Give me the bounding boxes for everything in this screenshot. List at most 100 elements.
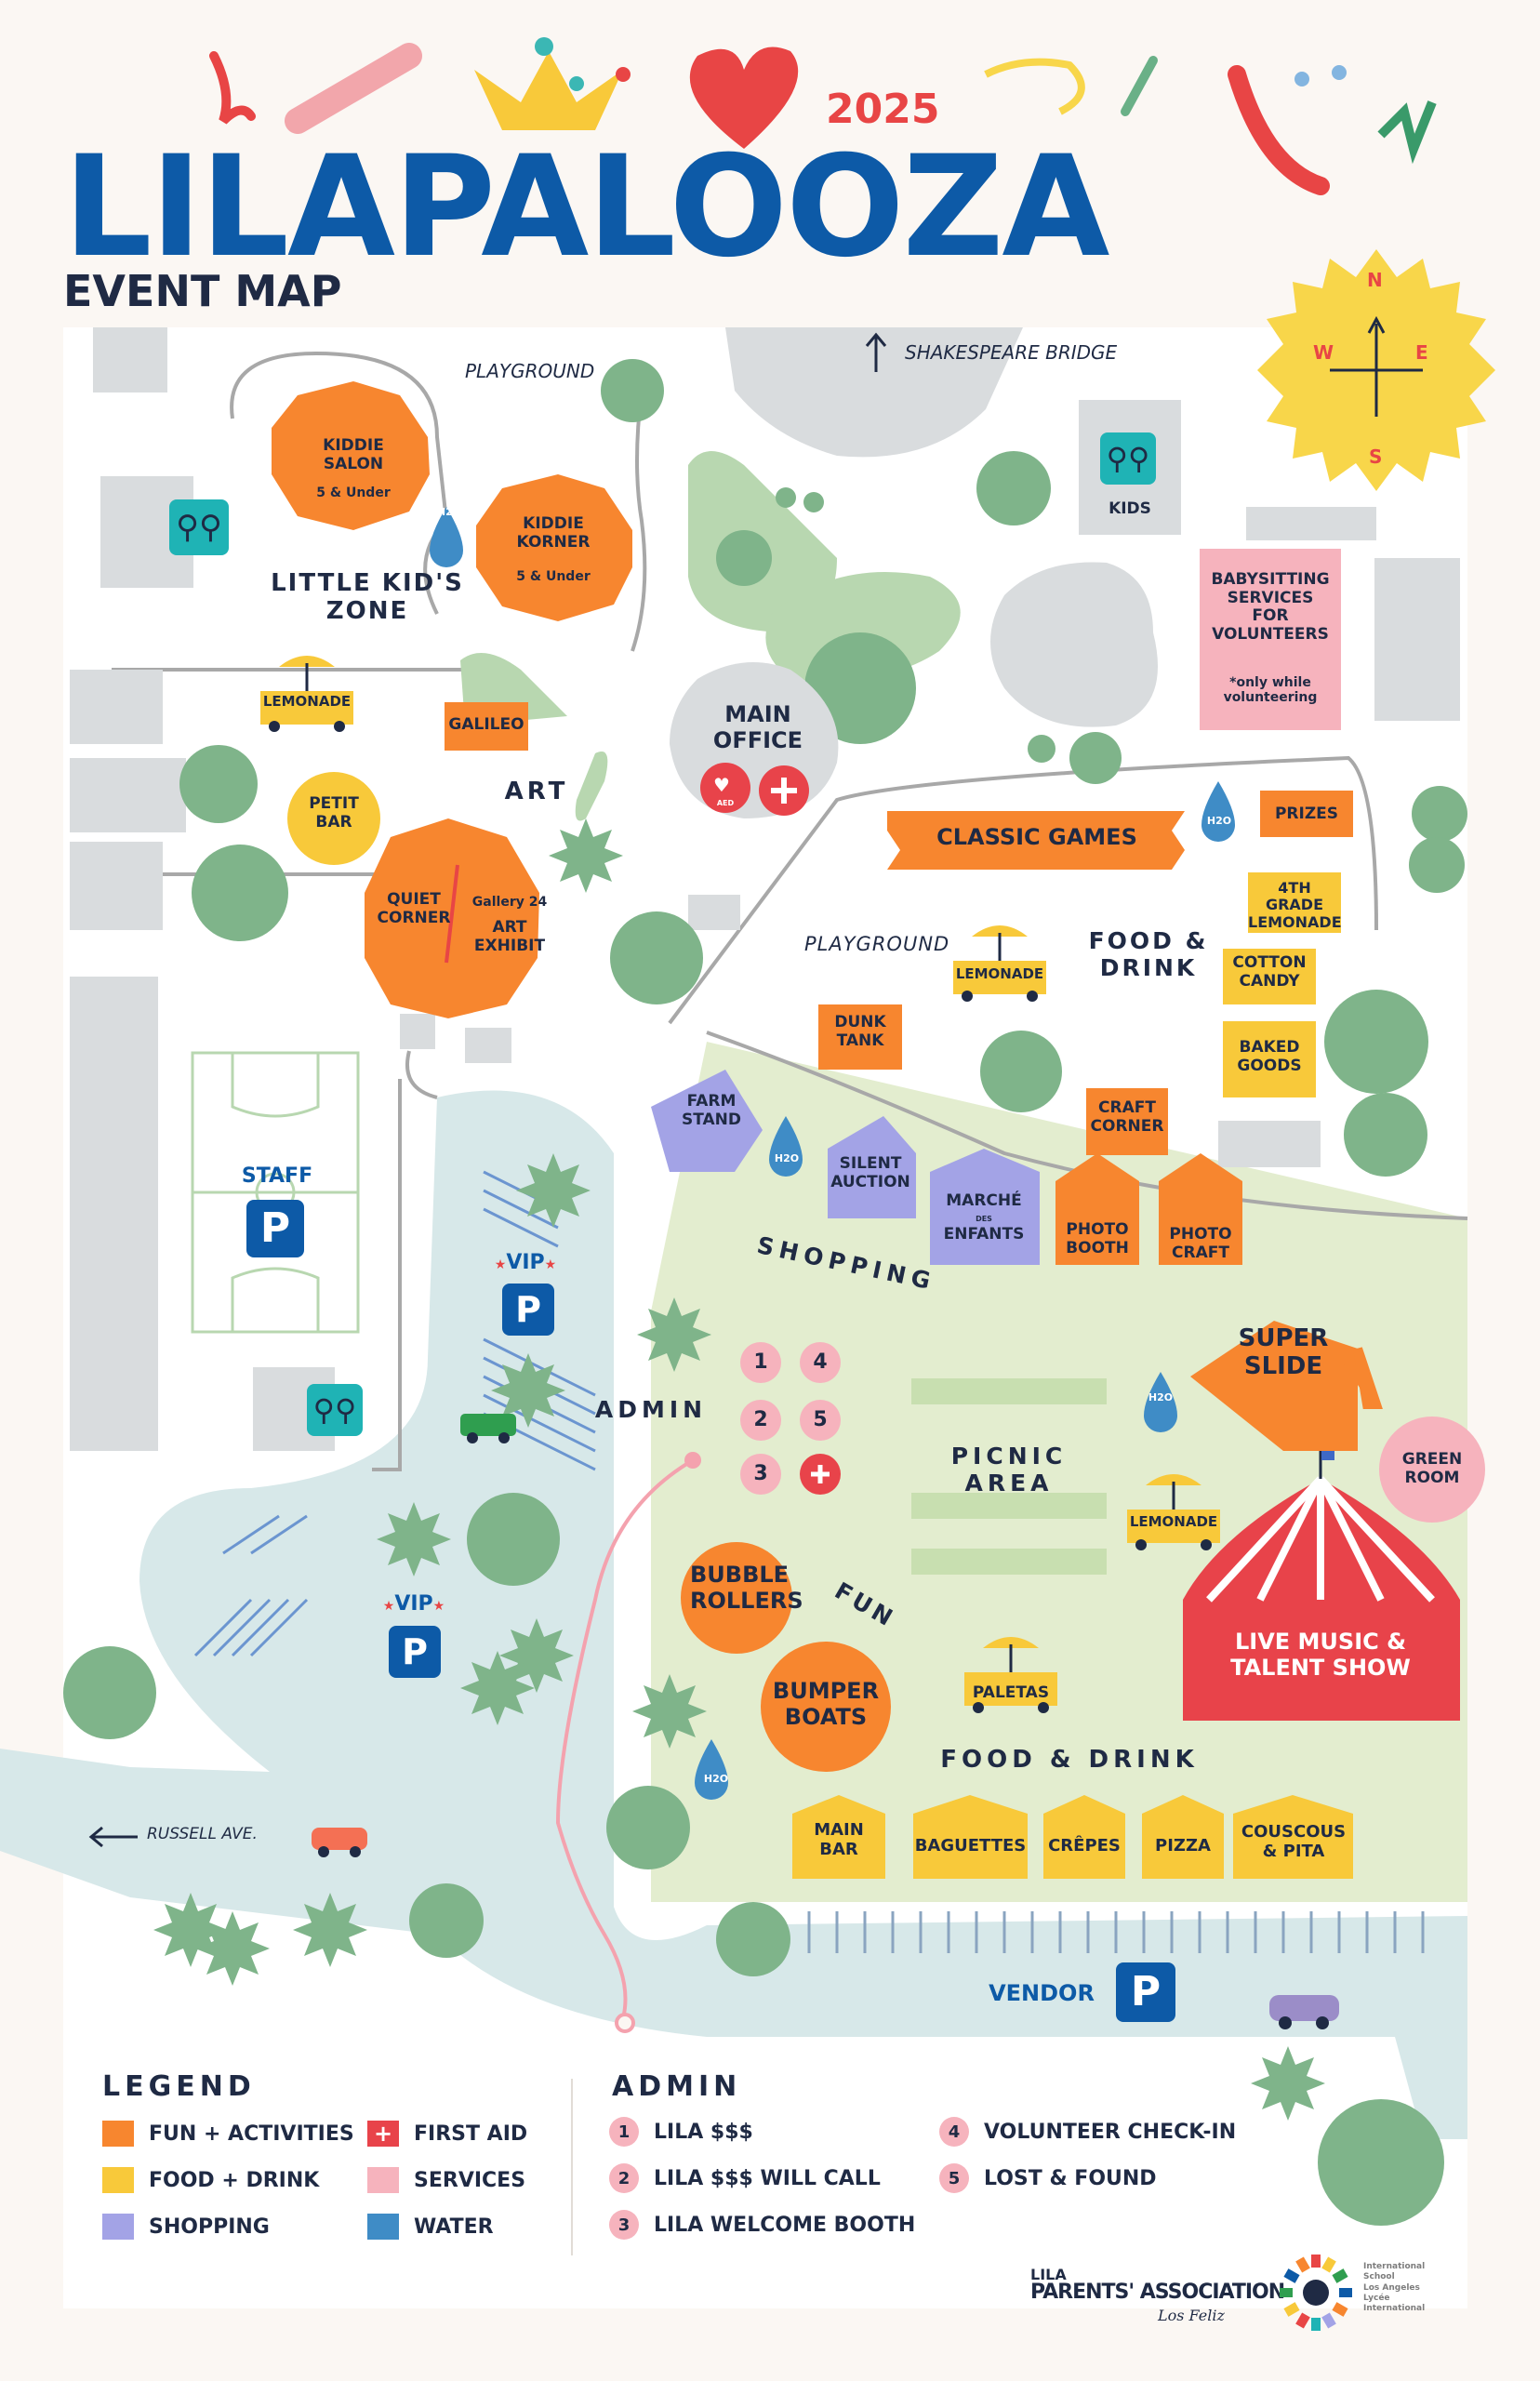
water-label: H2O xyxy=(436,506,462,518)
enfants-label[interactable]: ENFANTS xyxy=(943,1225,1025,1244)
admin-legend-title: ADMIN xyxy=(612,2070,742,2103)
map-subtitle: EVENT MAP xyxy=(63,266,342,316)
water-label: H2O xyxy=(774,1152,800,1164)
legend-divider xyxy=(571,2079,573,2255)
vip-parking-icon: P xyxy=(389,1626,441,1678)
legend-item-water: WATER xyxy=(367,2214,494,2240)
quiet-corner-label[interactable]: QUIET CORNER xyxy=(377,890,451,927)
compass-east: E xyxy=(1415,341,1428,364)
farm-stand-label[interactable]: FARM STAND xyxy=(681,1092,741,1129)
vip-upper-label: ★VIP★ xyxy=(494,1251,557,1274)
legend-item-shopping: SHOPPING xyxy=(102,2214,270,2240)
compass-south: S xyxy=(1369,446,1383,468)
crepes-label[interactable]: CRÊPES xyxy=(1048,1836,1121,1856)
admin-num-1[interactable]: 1 xyxy=(753,1350,768,1374)
vendor-label: VENDOR xyxy=(989,1980,1095,2006)
event-title: LILAPALOOZA xyxy=(63,126,1109,288)
aed-heart-icon: ♥ xyxy=(713,774,730,796)
school-logo-icon xyxy=(1280,2255,1352,2331)
prizes-label[interactable]: PRIZES xyxy=(1274,805,1339,823)
fourth-grade-lemonade-label[interactable]: 4TH GRADE LEMONADE xyxy=(1248,879,1342,931)
kiddie-salon-age: 5 & Under xyxy=(316,486,391,500)
water-label: H2O xyxy=(1148,1391,1174,1403)
lemonade-label[interactable]: LEMONADE xyxy=(955,965,1044,982)
photo-craft-label[interactable]: PHOTO CRAFT xyxy=(1169,1225,1232,1262)
playground-mid-label: PLAYGROUND xyxy=(804,933,950,955)
kids-restroom-label: KIDS xyxy=(1109,499,1151,518)
event-year: 2025 xyxy=(826,86,940,133)
pizza-label[interactable]: PIZZA xyxy=(1155,1836,1211,1856)
staff-parking-icon: P xyxy=(246,1200,304,1257)
food-drink-bottom-label: FOOD & DRINK xyxy=(940,1746,1199,1774)
admin-num-4[interactable]: 4 xyxy=(813,1350,828,1374)
legend-item-fun: FUN + ACTIVITIES xyxy=(102,2121,354,2147)
lemonade-label[interactable]: LEMONADE xyxy=(262,693,352,710)
admin-num-5[interactable]: 5 xyxy=(813,1408,828,1431)
lila-logo-text: LILA xyxy=(1030,2266,1067,2283)
school-logo-text: International School Los Angeles Lycée I… xyxy=(1363,2262,1426,2313)
silent-auction-label[interactable]: SILENT AUCTION xyxy=(830,1154,910,1191)
water-label: H2O xyxy=(703,1773,729,1785)
main-office-label[interactable]: MAIN OFFICE xyxy=(712,701,803,753)
art-label: ART xyxy=(504,778,569,805)
shakespeare-bridge-label: SHAKESPEARE BRIDGE xyxy=(905,341,1118,364)
cotton-candy-label[interactable]: COTTON CANDY xyxy=(1232,953,1307,991)
staff-label: STAFF xyxy=(241,1164,313,1188)
petit-bar-label[interactable]: PETIT BAR xyxy=(309,794,359,831)
dunk-tank-label[interactable]: DUNK TANK xyxy=(834,1013,886,1050)
paletas-label[interactable]: PALETAS xyxy=(972,1683,1050,1702)
compass-west: W xyxy=(1313,341,1334,364)
bubble-rollers-label[interactable]: BUBBLE ROLLERS xyxy=(690,1562,803,1614)
admin-num-3[interactable]: 3 xyxy=(753,1462,768,1485)
food-drink-top-label: FOOD & DRINK xyxy=(1088,927,1209,981)
restroom-icon: ⚲⚲ xyxy=(169,499,229,555)
legend-item-services: SERVICES xyxy=(367,2167,525,2193)
marche-label[interactable]: MARCHÉ xyxy=(946,1191,1022,1210)
picnic-area-label: PICNIC AREA xyxy=(950,1443,1068,1496)
parents-association-logo: PARENTS' ASSOCIATION xyxy=(1030,2281,1285,2304)
green-room-label[interactable]: GREEN ROOM xyxy=(1401,1450,1463,1487)
little-kids-zone-label: LITTLE KID'S ZONE xyxy=(271,569,464,625)
art-exhibit-label[interactable]: ART EXHIBIT xyxy=(473,918,546,955)
babysitting-note: *only while volunteering xyxy=(1223,675,1318,706)
live-music-label[interactable]: LIVE MUSIC & TALENT SHOW xyxy=(1230,1629,1411,1681)
admin-num-2[interactable]: 2 xyxy=(753,1408,768,1431)
admin-map-label: ADMIN xyxy=(594,1396,708,1423)
babysitting-label[interactable]: BABYSITTING SERVICES FOR VOLUNTEERS xyxy=(1211,570,1330,644)
super-slide-label[interactable]: SUPER SLIDE xyxy=(1238,1324,1329,1380)
legend-title: LEGEND xyxy=(102,2070,256,2103)
baked-goods-label[interactable]: BAKED GOODS xyxy=(1237,1038,1302,1075)
vip-lower-label: ★VIP★ xyxy=(382,1592,445,1616)
aed-label: AED xyxy=(716,799,735,807)
kiddie-salon-label[interactable]: KIDDIE SALON xyxy=(323,436,384,473)
vip-parking-icon: P xyxy=(502,1284,554,1336)
photo-booth-label[interactable]: PHOTO BOOTH xyxy=(1066,1220,1129,1257)
bumper-boats-label[interactable]: BUMPER BOATS xyxy=(772,1678,880,1730)
galileo-label[interactable]: GALILEO xyxy=(448,715,524,734)
gallery-label: Gallery 24 xyxy=(471,895,548,910)
kiddie-korner-age: 5 & Under xyxy=(516,569,591,584)
water-label: H2O xyxy=(1206,815,1232,827)
craft-corner-label[interactable]: CRAFT CORNER xyxy=(1090,1098,1164,1136)
vendor-parking-icon: P xyxy=(1116,1962,1175,2022)
los-feliz-logo: Los Feliz xyxy=(1158,2307,1225,2324)
compass-north: N xyxy=(1367,269,1383,291)
restroom-icon: ⚲⚲ xyxy=(1100,432,1156,485)
couscous-label[interactable]: COUSCOUS & PITA xyxy=(1241,1822,1347,1861)
baguettes-label[interactable]: BAGUETTES xyxy=(914,1836,1027,1856)
marche-des-label: DES xyxy=(976,1215,992,1223)
russell-ave-label: RUSSELL AVE. xyxy=(147,1825,258,1843)
legend-item-food: FOOD + DRINK xyxy=(102,2167,319,2193)
kiddie-korner-label[interactable]: KIDDIE KORNER xyxy=(516,514,591,552)
classic-games-label[interactable]: CLASSIC GAMES xyxy=(936,824,1137,850)
restroom-icon: ⚲⚲ xyxy=(307,1384,363,1436)
legend-item-first-aid: +FIRST AID xyxy=(367,2121,527,2147)
main-bar-label[interactable]: MAIN BAR xyxy=(814,1820,864,1859)
lemonade-label[interactable]: LEMONADE xyxy=(1129,1513,1218,1530)
